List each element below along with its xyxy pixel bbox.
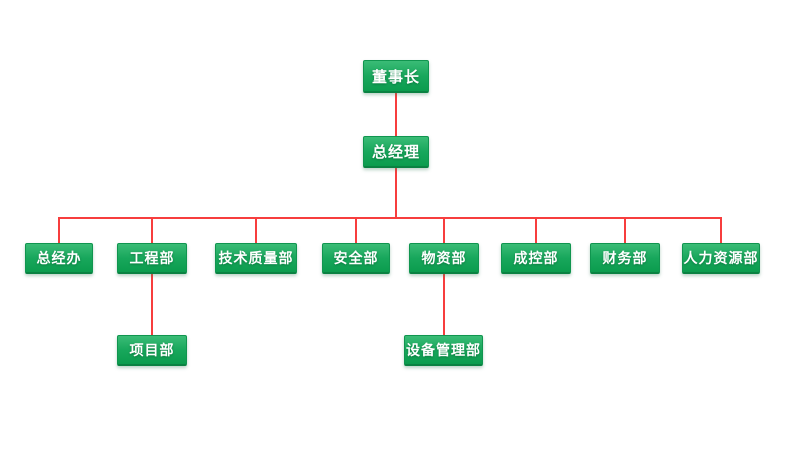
org-node-shebeiguanlibu: 设备管理部 [404,335,483,366]
connector-chairman-gm [395,93,397,136]
connector-drop-gongchengbu [151,217,153,243]
org-node-anquanbu: 安全部 [322,243,390,274]
node-label: 总经办 [36,250,82,266]
org-node-caiwubu: 财务部 [590,243,660,274]
connector-drop-anquanbu [355,217,357,243]
org-node-chairman: 董事长 [363,60,429,93]
org-node-xiangmubu: 项目部 [117,335,187,366]
org-node-renliziyuanbu: 人力资源部 [682,243,760,274]
node-label: 设备管理部 [406,342,481,358]
org-node-chengkongbu: 成控部 [501,243,571,274]
connector-drop-caiwubu [624,217,626,243]
node-label: 工程部 [129,250,175,266]
connector-drop-chengkongbu [535,217,537,243]
node-label: 安全部 [333,250,379,266]
node-label: 物资部 [421,250,467,266]
org-node-zongjingban: 总经办 [25,243,93,274]
org-node-jishuzhiliangbu: 技术质量部 [215,243,297,274]
node-label: 成控部 [513,250,559,266]
connector-gongchengbu-xiangmubu [151,274,153,335]
connector-wuzibu-shebeiguanlibu [443,274,445,335]
connector-bus-line [58,217,722,219]
node-label: 人力资源部 [683,250,759,266]
node-label: 技术质量部 [218,250,294,266]
node-label: 财务部 [602,250,648,266]
connector-gm-bus [395,168,397,217]
connector-drop-wuzibu [443,217,445,243]
connector-drop-jishuzhiliang [255,217,257,243]
org-node-gongchengbu: 工程部 [117,243,187,274]
node-label: 项目部 [129,342,175,358]
org-node-general-manager: 总经理 [363,136,429,168]
connector-drop-renliziyuan [720,217,722,243]
org-node-wuzibu: 物资部 [409,243,479,274]
node-label: 总经理 [371,144,420,161]
connector-drop-zongjingban [58,217,60,243]
node-label: 董事长 [371,68,420,86]
